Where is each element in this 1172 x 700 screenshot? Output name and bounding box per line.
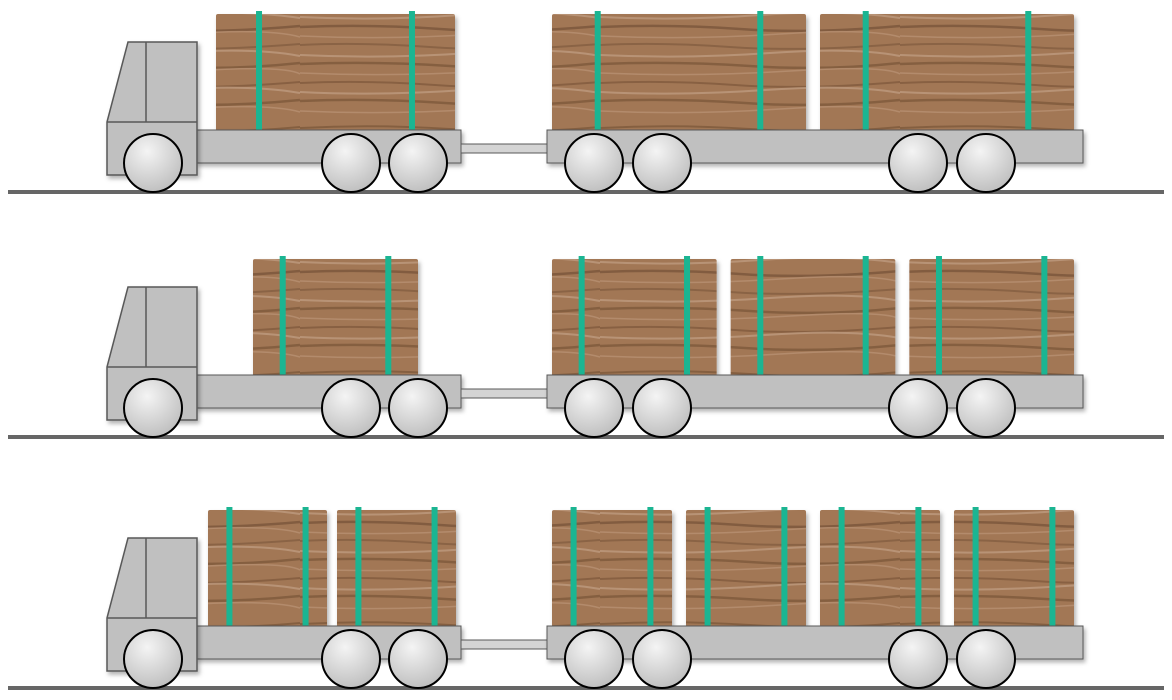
log-bundle-wood bbox=[820, 510, 940, 627]
log-bundle-wood bbox=[686, 510, 806, 627]
wheel bbox=[388, 133, 448, 193]
log-bundle-wood bbox=[954, 510, 1074, 627]
log-bundle-wood bbox=[552, 14, 806, 131]
log-bundle-wood bbox=[337, 510, 456, 627]
wheel bbox=[564, 133, 624, 193]
log-bundle bbox=[253, 256, 418, 376]
log-bundle-wood bbox=[820, 14, 1074, 131]
log-bundle bbox=[552, 11, 806, 131]
log-bundle bbox=[820, 507, 940, 627]
truck-cab bbox=[106, 537, 198, 672]
strap bbox=[302, 507, 309, 627]
log-bundle bbox=[216, 11, 455, 131]
strap bbox=[570, 507, 577, 627]
wheel bbox=[123, 629, 183, 689]
wheel bbox=[956, 629, 1016, 689]
log-bundle-wood bbox=[216, 14, 455, 131]
log-bundle bbox=[820, 11, 1074, 131]
strap bbox=[862, 11, 869, 131]
log-bundle-wood bbox=[208, 510, 327, 627]
wheel bbox=[123, 378, 183, 438]
log-bundle bbox=[954, 507, 1074, 627]
log-bundle bbox=[730, 256, 896, 376]
wheel bbox=[321, 629, 381, 689]
strap bbox=[757, 256, 764, 376]
wheel bbox=[564, 378, 624, 438]
log-bundle-wood bbox=[552, 510, 672, 627]
row-1 bbox=[8, 11, 1164, 194]
log-bundle-wood bbox=[730, 259, 896, 376]
ground-line bbox=[8, 435, 1164, 439]
truck-cab bbox=[106, 286, 198, 421]
wheel bbox=[564, 629, 624, 689]
log-bundle bbox=[208, 507, 327, 627]
strap bbox=[594, 11, 601, 131]
strap bbox=[385, 256, 392, 376]
log-bundle-wood bbox=[552, 259, 717, 376]
log-bundle bbox=[686, 507, 806, 627]
wheel bbox=[388, 378, 448, 438]
truck-cab bbox=[106, 41, 198, 176]
strap bbox=[972, 507, 979, 627]
strap bbox=[935, 256, 942, 376]
wheel bbox=[388, 629, 448, 689]
strap bbox=[279, 256, 286, 376]
strap bbox=[1049, 507, 1056, 627]
strap bbox=[757, 11, 764, 131]
strap bbox=[1041, 256, 1048, 376]
wheel bbox=[123, 133, 183, 193]
wheel bbox=[888, 378, 948, 438]
wheel bbox=[321, 133, 381, 193]
strap bbox=[781, 507, 788, 627]
strap bbox=[431, 507, 438, 627]
wheel bbox=[956, 378, 1016, 438]
strap bbox=[256, 11, 263, 131]
wheel bbox=[632, 629, 692, 689]
strap bbox=[647, 507, 654, 627]
drawbar bbox=[460, 143, 550, 154]
strap bbox=[578, 256, 585, 376]
strap bbox=[915, 507, 922, 627]
log-bundle bbox=[552, 507, 672, 627]
strap bbox=[862, 256, 869, 376]
wheel bbox=[321, 378, 381, 438]
drawbar bbox=[460, 388, 550, 399]
row-3 bbox=[8, 507, 1164, 690]
ground-line bbox=[8, 686, 1164, 690]
strap bbox=[684, 256, 691, 376]
strap bbox=[226, 507, 233, 627]
ground-line bbox=[8, 190, 1164, 194]
log-bundle-wood bbox=[909, 259, 1074, 376]
strap bbox=[355, 507, 362, 627]
wheel bbox=[632, 378, 692, 438]
wheel bbox=[888, 629, 948, 689]
strap bbox=[838, 507, 845, 627]
row-2 bbox=[8, 256, 1164, 439]
log-bundle bbox=[337, 507, 456, 627]
strap bbox=[704, 507, 711, 627]
log-bundle-wood bbox=[253, 259, 418, 376]
drawbar bbox=[460, 639, 550, 650]
strap bbox=[1025, 11, 1032, 131]
wheel bbox=[632, 133, 692, 193]
wheel bbox=[956, 133, 1016, 193]
wheel bbox=[888, 133, 948, 193]
log-bundle bbox=[909, 256, 1074, 376]
strap bbox=[408, 11, 415, 131]
log-bundle bbox=[552, 256, 717, 376]
